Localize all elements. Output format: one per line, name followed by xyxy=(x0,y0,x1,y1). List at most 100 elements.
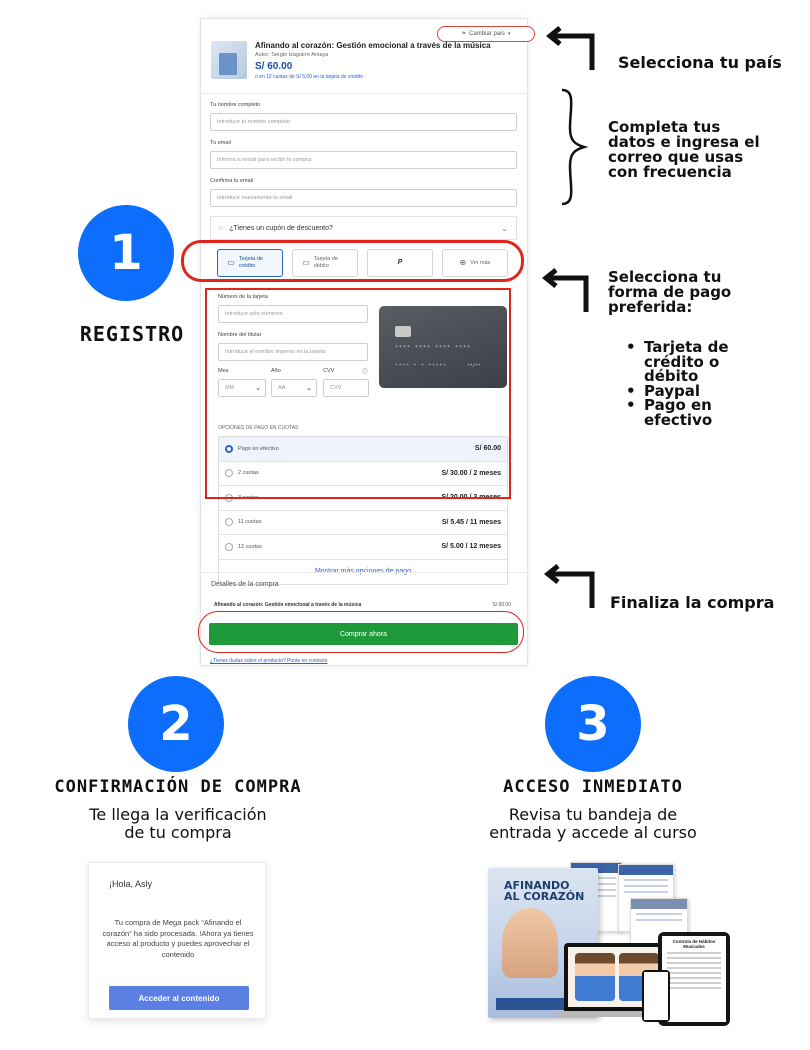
radio-icon xyxy=(225,444,233,453)
card-holder-label: Nombre del titular xyxy=(218,332,262,338)
coupon-toggle[interactable]: ⌂ ¿Tienes un cupón de descuento? ⌄ xyxy=(210,216,517,240)
step-3-subtitle: Revisa tu bandeja de entrada y accede al… xyxy=(462,806,724,842)
installment-option[interactable]: 12 cuotas S/ 5.00 / 12 meses xyxy=(219,535,507,560)
cvv-input[interactable]: CVV xyxy=(323,379,369,397)
tablet-title: Controla de Hábitos Musicales xyxy=(672,939,716,949)
chevron-down-icon: ▾ xyxy=(507,31,511,37)
chevron-down-icon: ⌄ xyxy=(255,385,261,392)
card-preview: **** **** **** **** **** * * ***** **/** xyxy=(379,306,507,388)
annotation-line: Completa tus xyxy=(608,118,721,136)
buy-now-button[interactable]: Comprar ahora xyxy=(209,623,518,645)
annotation-line: forma de pago xyxy=(608,283,732,301)
payment-method-debit[interactable]: ▭ Tarjeta de débito xyxy=(292,249,358,277)
year-value: AA xyxy=(278,385,286,391)
step-3-title: ACCESO INMEDIATO xyxy=(503,777,683,797)
box-title: AFINANDO AL CORAZÓN xyxy=(504,880,584,902)
bullet-item: Tarjeta de crédito o débito xyxy=(624,340,729,384)
turn-arrow-icon xyxy=(544,564,595,608)
summary-item: Afinando al corazón: Gestión emocional a… xyxy=(214,602,362,608)
turn-arrow-icon xyxy=(546,26,595,70)
installment-option[interactable]: 2 cuotas S/ 30.00 / 2 meses xyxy=(219,462,507,486)
chevron-down-icon: ⌄ xyxy=(501,223,508,233)
bullet-line: Paypal xyxy=(644,381,701,400)
tag-icon: ⌂ xyxy=(219,224,224,232)
info-icon: ⓘ xyxy=(362,370,369,376)
option-amount: S/ 5.45 / 11 meses xyxy=(441,518,501,526)
divider xyxy=(201,93,527,94)
bullet-item: Paypal xyxy=(624,381,729,400)
help-link[interactable]: ¿Tienes dudas sobre el producto? Ponte e… xyxy=(210,658,328,664)
step-2-subtitle: Te llega la verificación de tu compra xyxy=(40,806,316,842)
option-amount: S/ 30.00 / 2 meses xyxy=(441,469,501,477)
installment-option[interactable]: Pago en efectivo S/ 60.00 xyxy=(219,437,507,462)
show-more-options-button[interactable]: Mostrar más opciones de pago xyxy=(219,560,507,585)
data-annotation: Completa tus datos e ingresa el correo q… xyxy=(608,120,760,180)
payment-methods-highlight xyxy=(181,240,524,282)
product-installments: o en 12 cuotas de S/ 5.00 en la tarjeta … xyxy=(255,74,363,80)
purchase-details-label: Detalles de la compra xyxy=(211,581,279,588)
plus-circle-icon: ⊕ xyxy=(459,258,467,268)
card-holder-input[interactable]: Introduce el nombre impreso en la tarjet… xyxy=(218,343,368,361)
radio-icon xyxy=(225,518,233,527)
chevron-down-icon: ⌄ xyxy=(306,385,312,392)
tablet-image: Controla de Hábitos Musicales xyxy=(658,932,730,1026)
payment-method-paypal[interactable]: P xyxy=(367,249,433,277)
checkout-panel: ⚑ Cambiar país ▾ Afinando al corazón: Ge… xyxy=(200,18,535,666)
confirm-email-label: Confirma tu email xyxy=(210,178,254,184)
subtitle-line: Revisa tu bandeja de xyxy=(508,805,678,824)
card-number-input[interactable]: Introduce solo números xyxy=(218,305,368,323)
name-label: Tu nombre completo xyxy=(210,102,261,108)
box-title-line: AFINANDO xyxy=(504,879,570,892)
card-expiry-mask: **/** xyxy=(467,364,481,369)
step-2-badge: 2 xyxy=(128,676,224,772)
product-mockup: AFINANDO AL CORAZÓN Controla de Hábitos … xyxy=(478,860,740,1028)
annotation-line: correo que usas xyxy=(608,148,744,166)
month-select[interactable]: MM ⌄ xyxy=(218,379,266,397)
option-amount: S/ 60.00 xyxy=(474,445,501,453)
step-3-badge: 3 xyxy=(545,676,641,772)
child-portrait xyxy=(502,908,558,978)
cvv-label: CVV xyxy=(323,368,335,374)
debit-card-icon: ▭ xyxy=(302,258,310,268)
option-label: 12 cuotas xyxy=(238,543,262,550)
laptop-base xyxy=(554,1011,680,1017)
payment-method-credit[interactable]: ▭ Tarjeta de crédito xyxy=(217,249,283,277)
change-country-button[interactable]: ⚑ Cambiar país ▾ xyxy=(437,26,535,42)
payment-method-label: Ver más xyxy=(470,259,491,266)
card-number-mask: **** **** **** **** xyxy=(395,345,472,351)
month-value: MM xyxy=(225,385,235,391)
step-1-badge: 1 xyxy=(78,205,174,301)
buy-button-highlight xyxy=(198,611,524,653)
coupon-label: ¿Tienes un cupón de descuento? xyxy=(229,224,333,232)
card-number-label: Número de la tarjeta xyxy=(218,294,268,300)
payment-annotation: Selecciona tu forma de pago preferida: xyxy=(608,270,731,315)
subtitle-line: entrada y accede al curso xyxy=(489,823,697,842)
bullet-line: crédito o xyxy=(644,352,720,371)
radio-icon xyxy=(225,469,233,478)
curly-brace-icon xyxy=(561,88,588,206)
step-1-title: REGISTRO xyxy=(79,322,185,346)
payment-bullets: Tarjeta de crédito o débito Paypal Pago … xyxy=(624,340,729,427)
installments-title: OPCIONES DE PAGO EN CUOTAS xyxy=(218,425,299,431)
card-holder-mask: **** * * ***** xyxy=(395,364,447,369)
finish-annotation: Finaliza la compra xyxy=(610,593,775,612)
name-input[interactable]: Introduce tu nombre completo xyxy=(210,113,517,131)
turn-arrow-icon xyxy=(542,268,589,312)
product-title: Afinando al corazón: Gestión emocional a… xyxy=(255,41,491,50)
product-summary: Afinando al corazón: Gestión emocional a… xyxy=(211,41,505,80)
confirm-email-input[interactable]: Introduce nuevamente tu email xyxy=(210,189,517,207)
step-2-title: CONFIRMACIÓN DE COMPRA xyxy=(54,777,302,797)
option-label: Pago en efectivo xyxy=(238,445,279,452)
year-select[interactable]: AA ⌄ xyxy=(271,379,317,397)
subtitle-line: de tu compra xyxy=(124,823,232,842)
access-content-button[interactable]: Acceder al contenido xyxy=(109,986,249,1010)
box-title-line: AL CORAZÓN xyxy=(504,890,585,903)
payment-methods: ▭ Tarjeta de crédito ▭ Tarjeta de débito… xyxy=(217,249,508,277)
email-input[interactable]: Informa tu email para recibir la compra xyxy=(210,151,517,169)
credit-card-icon: ▭ xyxy=(227,258,235,268)
option-label: 11 cuotas xyxy=(238,519,262,526)
annotation-line: preferida: xyxy=(608,298,693,316)
divider xyxy=(201,572,527,573)
annotation-line: Selecciona tu xyxy=(608,268,722,286)
installment-option[interactable]: 11 cuotas S/ 5.45 / 11 meses xyxy=(219,511,507,535)
